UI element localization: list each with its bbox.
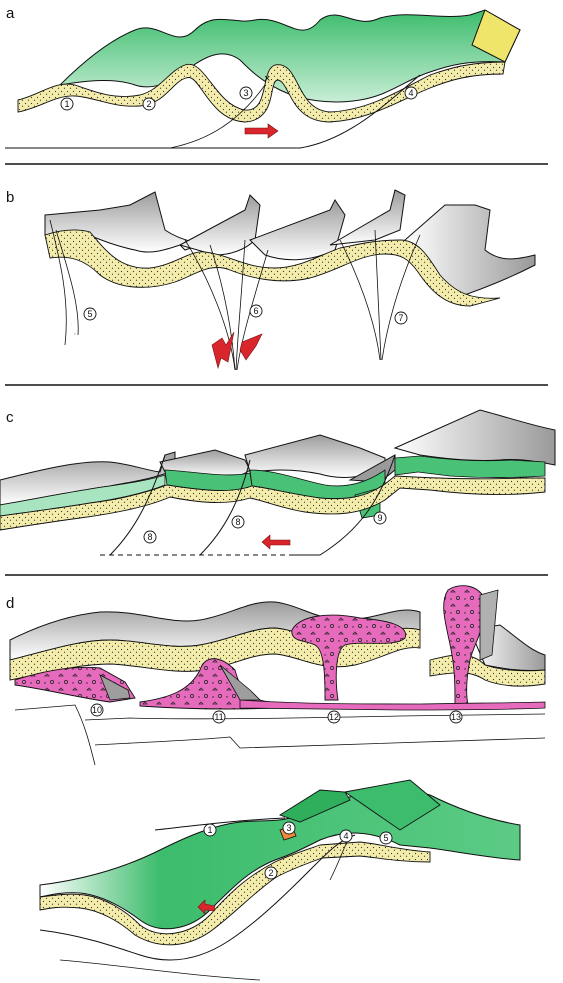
magenta-sill [239,699,546,711]
label-4: 4 [404,86,418,100]
fault-8a [109,454,166,556]
label-10: 10 [90,703,104,717]
panel-d: d 10 11 12 13 [6,585,546,766]
label-8b: 8 [231,515,245,529]
panel-b: b 5 6 7 [6,189,536,371]
label-3: 3 [239,86,253,100]
svg-text:7: 7 [398,313,403,323]
slip-arrow-up-icon [211,331,235,370]
label-e2: 2 [264,866,278,880]
panel-letter-d: d [6,595,14,612]
label-8: 8 [143,530,157,544]
shear-arrow-icon [197,899,216,915]
label-12: 12 [327,710,341,724]
label-6: 6 [249,304,263,318]
magenta-intrusion-10 [14,666,136,703]
panel-c: c 8 8 9 [0,409,556,556]
label-e4: 4 [339,829,353,843]
svg-text:2: 2 [268,868,273,878]
panel-letter-a: a [6,5,15,22]
slip-arrow-icon [261,534,291,550]
yellow-sand-layer [0,475,546,531]
label-1: 1 [60,97,74,111]
panel-letter-b: b [6,189,14,206]
shear-arrow-icon [244,123,279,139]
label-e5: 5 [379,831,393,845]
svg-text:5: 5 [87,309,92,319]
yellow-sand-layer [17,61,506,123]
grey-face-1 [44,191,202,253]
label-e3: 3 [282,821,296,835]
fault-7 [339,239,381,361]
slip-arrow-down-icon [239,333,263,361]
svg-text:6: 6 [253,306,258,316]
label-7: 7 [394,311,408,325]
label-2: 2 [142,97,156,111]
label-5: 5 [83,307,97,321]
panel-a: a × 1 2 3 4 [5,5,521,149]
label-e1: 1 [203,823,217,837]
magenta-intrusion-12 [291,614,407,701]
fault-8b [199,459,251,556]
svg-text:10: 10 [92,705,102,715]
panel-e: 1 2 3 4 5 [39,779,521,981]
yellow-sand-layer [39,841,431,946]
svg-text:1: 1 [64,99,69,109]
label-11: 11 [212,710,226,724]
svg-text:4: 4 [408,88,413,98]
fault-6a [184,239,236,371]
grey-face-4 [329,189,406,246]
grey-face-2 [178,194,261,256]
fault-5 [49,219,67,346]
panel-letter-c: c [6,409,14,426]
svg-text:13: 13 [451,712,461,722]
fault-line [169,84,266,149]
yellow-sand-layer [44,229,501,307]
svg-text:11: 11 [214,712,223,722]
svg-text:5: 5 [383,833,388,843]
label-13: 13 [449,710,463,724]
basal-thrust [5,74,421,149]
svg-text:8: 8 [147,532,152,542]
svg-text:3: 3 [286,823,291,833]
svg-text:9: 9 [377,513,382,523]
svg-text:2: 2 [146,99,151,109]
svg-text:1: 1 [207,825,212,835]
label-9: 9 [373,511,387,525]
fault-9 [290,454,396,556]
svg-text:4: 4 [343,831,348,841]
grey-face-3 [249,199,346,261]
axis-cross-icon: × [264,73,270,85]
svg-text:8: 8 [235,517,240,527]
svg-text:3: 3 [243,88,248,98]
svg-text:12: 12 [329,712,339,722]
